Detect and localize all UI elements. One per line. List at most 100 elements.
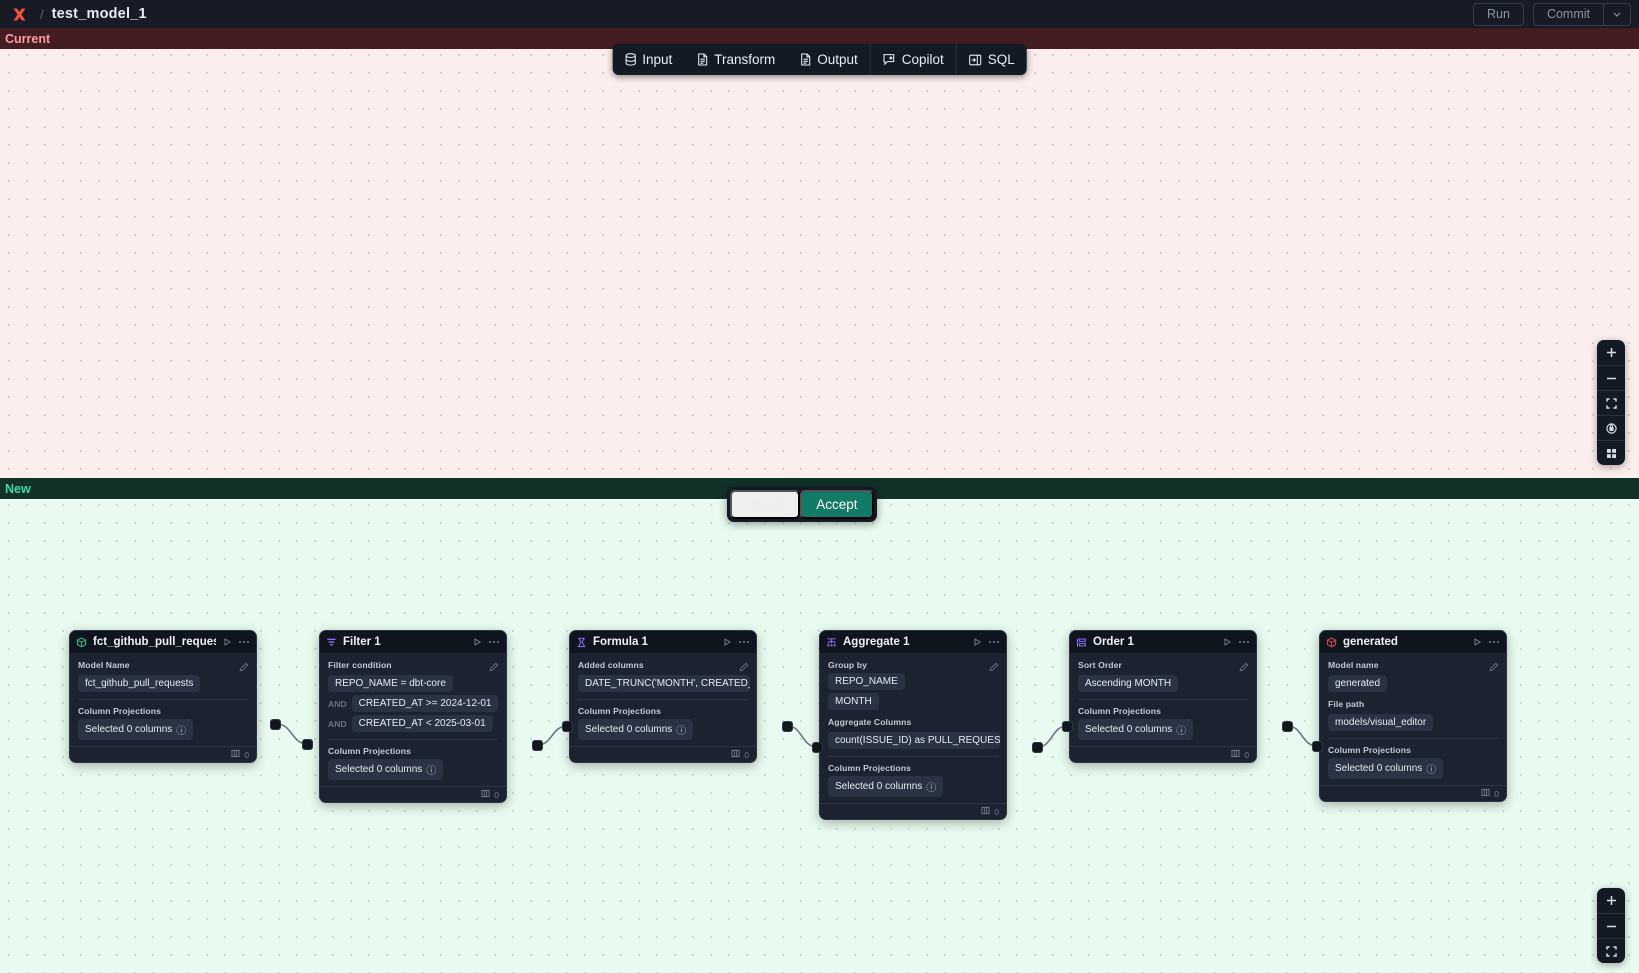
- fit-screen-icon[interactable]: [1597, 390, 1625, 415]
- toolbar-item-transform[interactable]: Transform: [684, 44, 787, 75]
- play-icon[interactable]: [1472, 637, 1482, 647]
- ellipsis-icon[interactable]: [488, 637, 500, 647]
- play-icon[interactable]: [222, 637, 232, 647]
- pane-new: New fct_github_pull_requests: [0, 478, 1639, 973]
- node-handle-out-order[interactable]: [1282, 721, 1293, 732]
- lock-icon[interactable]: [1597, 415, 1625, 440]
- chevron-down-icon[interactable]: [1603, 3, 1630, 25]
- accept-button[interactable]: Accept: [800, 490, 874, 519]
- row-count: 0: [994, 806, 999, 817]
- filter-condition-row: AND CREATED_AT < 2025-03-01: [328, 715, 498, 732]
- model-name-chip[interactable]: fct_github_pull_requests: [78, 675, 201, 692]
- info-icon[interactable]: ⓘ: [426, 766, 437, 777]
- zoom-out-icon[interactable]: [1597, 365, 1625, 390]
- row-count: 0: [1494, 788, 1499, 799]
- toolbar-item-sql[interactable]: SQL: [955, 44, 1027, 75]
- commit-button[interactable]: Commit: [1546, 6, 1590, 21]
- condition-conjunction: AND: [328, 718, 347, 729]
- section-label: Sort Order: [1078, 660, 1122, 670]
- flow-node-filter[interactable]: Filter 1 Filter condition REPO_NAME = db…: [319, 630, 507, 803]
- pencil-icon[interactable]: [739, 659, 749, 677]
- toolbar-item-copilot[interactable]: Copilot: [869, 44, 956, 75]
- group-by-chip[interactable]: MONTH: [828, 693, 879, 710]
- divider: [828, 756, 998, 757]
- flow-node-order[interactable]: Order 1 Sort Order Ascending MONTH Colum…: [1069, 630, 1257, 763]
- toolbar-item-output[interactable]: Output: [787, 44, 870, 75]
- flow-node-source[interactable]: fct_github_pull_requests Model Name fct_…: [69, 630, 257, 763]
- section-label: Column Projections: [828, 763, 911, 773]
- flow-node-aggregate[interactable]: Aggregate 1 Group by REPO_NAME MONTH: [819, 630, 1007, 820]
- column-projections-chip[interactable]: Selected 0 columns ⓘ: [578, 719, 694, 740]
- section-label: Column Projections: [578, 706, 661, 716]
- info-icon[interactable]: ⓘ: [1176, 726, 1187, 737]
- canvas-controls-current: [1597, 340, 1625, 465]
- node-handle-out-formula[interactable]: [782, 721, 793, 732]
- added-columns-chip[interactable]: DATE_TRUNC('MONTH', CREATED_AT...: [578, 675, 750, 692]
- node-footer: 0: [1320, 785, 1506, 801]
- node-body: Sort Order Ascending MONTH Column Projec…: [1070, 653, 1256, 746]
- play-icon[interactable]: [722, 637, 732, 647]
- zoom-out-icon[interactable]: [1597, 913, 1625, 938]
- node-handle-in-generated[interactable]: [1312, 741, 1323, 752]
- filter-condition-chip[interactable]: CREATED_AT >= 2024-12-01: [351, 695, 498, 712]
- play-icon[interactable]: [1222, 637, 1232, 647]
- columns-icon: [981, 806, 990, 817]
- pencil-icon[interactable]: [989, 659, 999, 677]
- column-projections-chip[interactable]: Selected 0 columns ⓘ: [1328, 758, 1444, 779]
- node-body: Model Name fct_github_pull_requests Colu…: [70, 653, 256, 746]
- commit-split-button[interactable]: Commit: [1532, 2, 1631, 26]
- node-body: Filter condition REPO_NAME = dbt-core AN…: [320, 653, 506, 786]
- info-icon[interactable]: ⓘ: [1426, 765, 1437, 776]
- column-projections-chip[interactable]: Selected 0 columns ⓘ: [328, 759, 444, 780]
- flow-node-formula[interactable]: Formula 1 Added columns DATE_TRUNC('MONT…: [569, 630, 757, 763]
- filter-condition-chip[interactable]: REPO_NAME = dbt-core: [328, 675, 453, 692]
- ellipsis-icon[interactable]: [1238, 637, 1250, 647]
- column-projections-chip[interactable]: Selected 0 columns ⓘ: [78, 719, 194, 740]
- sort-order-chip[interactable]: Ascending MONTH: [1078, 675, 1179, 692]
- brand-x-icon[interactable]: [8, 4, 30, 24]
- pencil-icon[interactable]: [1239, 659, 1249, 677]
- model-name-chip[interactable]: generated: [1328, 675, 1388, 692]
- flow-node-generated[interactable]: generated Model name generated File path…: [1319, 630, 1507, 802]
- grid-icon[interactable]: [1597, 440, 1625, 465]
- node-handle-in-filter[interactable]: [302, 739, 313, 750]
- play-icon[interactable]: [972, 637, 982, 647]
- info-icon[interactable]: ⓘ: [926, 783, 937, 794]
- node-handle-in-aggregate[interactable]: [812, 742, 823, 753]
- group-by-chips: REPO_NAME MONTH: [828, 673, 998, 710]
- ellipsis-icon[interactable]: [738, 637, 750, 647]
- group-by-chip[interactable]: REPO_NAME: [828, 673, 905, 690]
- pencil-icon[interactable]: [1489, 659, 1499, 677]
- run-button[interactable]: Run: [1473, 2, 1524, 26]
- section-label: Filter condition: [328, 660, 392, 670]
- condition-conjunction: AND: [328, 698, 347, 709]
- ellipsis-icon[interactable]: [238, 637, 250, 647]
- fit-screen-icon[interactable]: [1597, 938, 1625, 963]
- zoom-in-icon[interactable]: [1597, 340, 1625, 365]
- node-handle-out-aggregate[interactable]: [1032, 742, 1043, 753]
- file-text-icon: [696, 53, 708, 66]
- filter-condition-chip[interactable]: CREATED_AT < 2025-03-01: [351, 715, 493, 732]
- zoom-in-icon[interactable]: [1597, 888, 1625, 913]
- node-handle-out-source[interactable]: [270, 719, 281, 730]
- ellipsis-icon[interactable]: [1488, 637, 1500, 647]
- node-handle-out-filter[interactable]: [532, 740, 543, 751]
- ellipsis-icon[interactable]: [988, 637, 1000, 647]
- reject-button[interactable]: Reject: [730, 490, 801, 519]
- pencil-icon[interactable]: [239, 659, 249, 677]
- columns-icon: [481, 789, 490, 800]
- info-icon[interactable]: ⓘ: [176, 726, 187, 737]
- file-path-chip[interactable]: models/visual_editor: [1328, 714, 1434, 731]
- column-projections-chip[interactable]: Selected 0 columns ⓘ: [828, 776, 944, 797]
- pencil-icon[interactable]: [489, 659, 499, 677]
- aggregate-columns-chip[interactable]: count(ISSUE_ID) as PULL_REQUEST_...: [828, 732, 1000, 749]
- toolbar-item-input[interactable]: Input: [612, 44, 684, 75]
- node-title: Formula 1: [593, 636, 648, 648]
- column-projections-chip[interactable]: Selected 0 columns ⓘ: [1078, 719, 1194, 740]
- play-icon[interactable]: [472, 637, 482, 647]
- columns-icon: [231, 749, 240, 760]
- node-handle-in-order[interactable]: [1062, 721, 1073, 732]
- divider: [1328, 738, 1498, 739]
- node-handle-in-formula[interactable]: [562, 721, 573, 732]
- info-icon[interactable]: ⓘ: [676, 726, 687, 737]
